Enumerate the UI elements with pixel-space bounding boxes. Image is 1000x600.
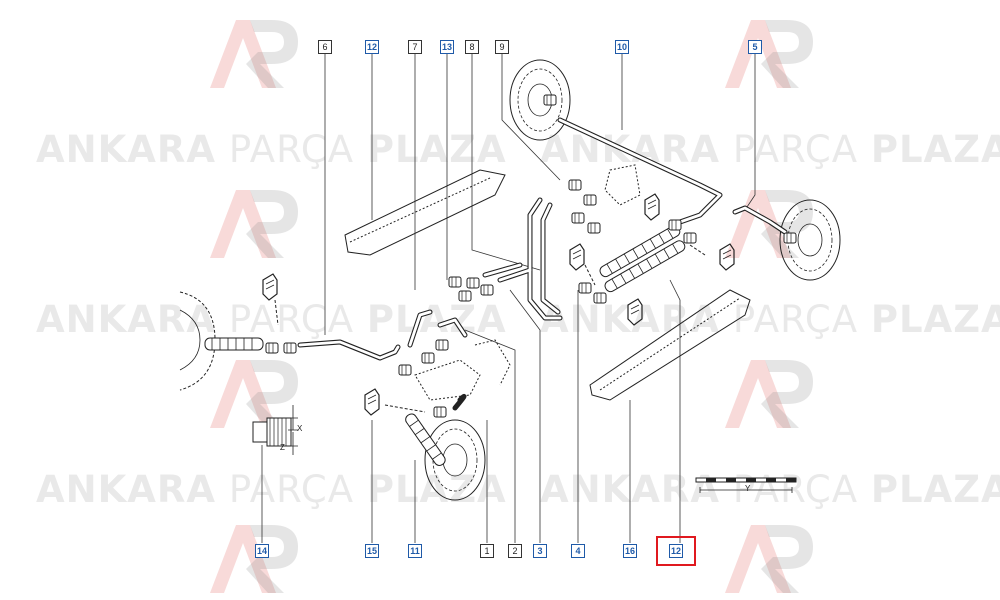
assembly-arrows	[274, 244, 706, 413]
callout-7[interactable]: 7	[408, 40, 422, 54]
flexible-hose-front	[604, 240, 686, 293]
brake-valve-block	[414, 164, 641, 401]
underbody-panel-16	[589, 289, 751, 401]
watermark-text: ANKARA PARÇA PLAZA	[540, 298, 1000, 341]
pipe-bracket	[364, 388, 380, 416]
leader-lines	[261, 53, 756, 543]
watermark-text: ANKARA PARÇA PLAZA	[540, 468, 1000, 511]
pipe-bracket	[569, 243, 585, 271]
callout-16[interactable]: 16	[623, 544, 637, 558]
watermark-logo	[210, 20, 813, 593]
highlight-box	[656, 536, 696, 566]
underbody-panel-12	[344, 169, 506, 256]
flexible-hose-11	[405, 413, 446, 466]
dimension-y-label: Y	[745, 484, 751, 493]
callout-6[interactable]: 6	[318, 40, 332, 54]
callout-12-highlighted[interactable]: 12	[669, 544, 683, 558]
watermark-text: ANKARA PARÇA PLAZA	[36, 128, 507, 171]
callout-9[interactable]: 9	[495, 40, 509, 54]
scale-bar	[695, 477, 797, 493]
callout-12[interactable]: 12	[365, 40, 379, 54]
dimension-z-label: Z	[280, 443, 285, 452]
callout-15[interactable]: 15	[365, 544, 379, 558]
callout-3[interactable]: 3	[533, 544, 547, 558]
wheel-rear-right	[509, 59, 571, 141]
flexible-hose-rear	[204, 337, 264, 351]
watermark-text: ANKARA PARÇA PLAZA	[36, 298, 507, 341]
pipe-bracket	[262, 273, 278, 301]
pipe-bracket	[627, 298, 643, 326]
callout-4[interactable]: 4	[571, 544, 585, 558]
callout-1[interactable]: 1	[480, 544, 494, 558]
callout-5[interactable]: 5	[748, 40, 762, 54]
watermark-text: ANKARA PARÇA PLAZA	[36, 468, 507, 511]
callout-10[interactable]: 10	[615, 40, 629, 54]
callout-8[interactable]: 8	[465, 40, 479, 54]
watermark-text: ANKARA PARÇA PLAZA	[540, 128, 1000, 171]
dimension-x-label: X	[297, 424, 303, 433]
pipe-bracket	[644, 193, 660, 221]
callout-13[interactable]: 13	[440, 40, 454, 54]
callout-11[interactable]: 11	[408, 544, 422, 558]
callout-2[interactable]: 2	[508, 544, 522, 558]
callout-14[interactable]: 14	[255, 544, 269, 558]
union-bolt-detail	[252, 405, 298, 455]
